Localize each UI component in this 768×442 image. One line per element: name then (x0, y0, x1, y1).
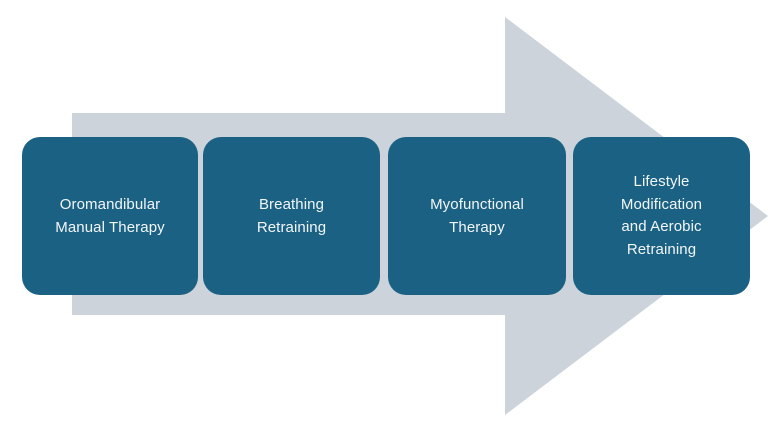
step-box-lifestyle-modification-and-aerobic-retraining[interactable]: Lifestyle Modification and Aerobic Retra… (573, 137, 750, 295)
step-box-oromandibular-manual-therapy[interactable]: Oromandibular Manual Therapy (22, 137, 198, 295)
step-label: Lifestyle Modification and Aerobic Retra… (620, 173, 703, 258)
step-box-breathing-retraining[interactable]: Breathing Retraining (203, 137, 380, 295)
step-box-myofunctional-therapy[interactable]: Myofunctional Therapy (388, 137, 566, 295)
step-label: Myofunctional Therapy (430, 195, 524, 236)
step-label: Breathing Retraining (256, 195, 327, 236)
step-label: Oromandibular Manual Therapy (55, 195, 165, 236)
